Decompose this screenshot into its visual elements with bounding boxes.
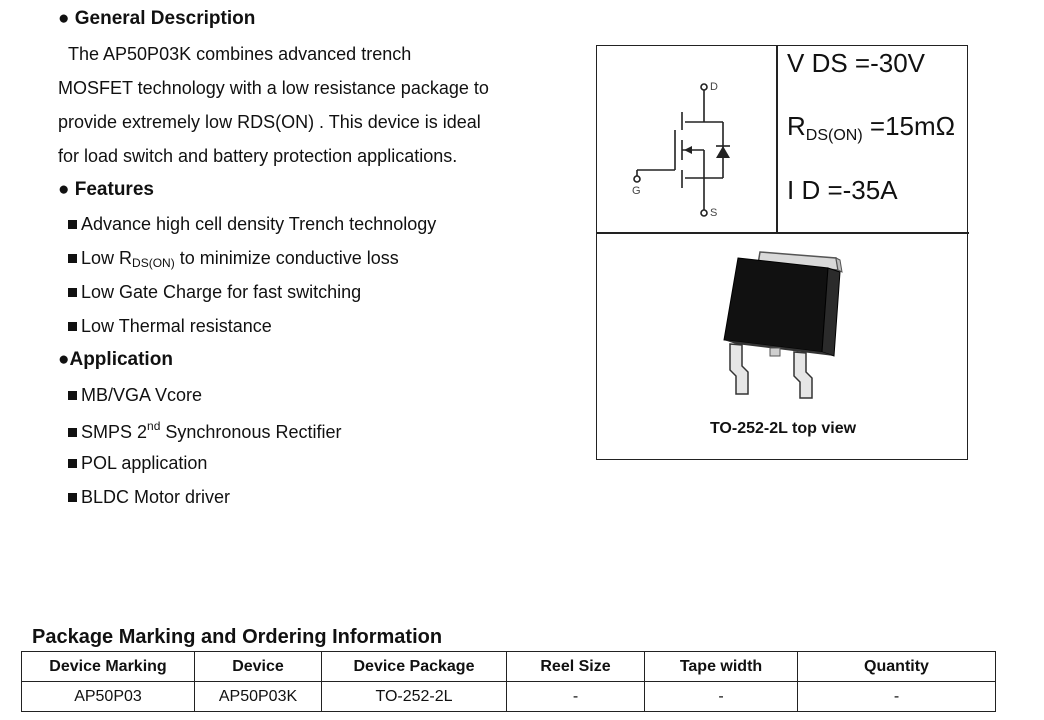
table-header-row: Device Marking Device Device Package Ree…	[21, 651, 996, 682]
description-line-3: provide extremely low RDS(ON) . This dev…	[58, 112, 481, 132]
table-cell: -	[797, 681, 996, 712]
feature-item: Low Gate Charge for fast switching	[68, 282, 361, 303]
feature-item: Low RDS(ON) to minimize conductive loss	[68, 248, 399, 270]
application-item: BLDC Motor driver	[68, 487, 230, 508]
ordering-info-table: Device Marking Device Device Package Ree…	[21, 651, 996, 712]
spec-box	[596, 45, 968, 460]
column-header: Tape width	[644, 651, 798, 682]
bullet-square-icon	[68, 220, 77, 229]
description-line-1: The AP50P03K combines advanced trench	[68, 44, 412, 64]
application-item: MB/VGA Vcore	[68, 385, 202, 406]
features-heading: ● Features	[58, 179, 154, 200]
p-channel-mosfet-symbol-icon: D G S	[632, 81, 730, 219]
id-spec: I D =-35A	[787, 175, 898, 205]
table-cell: AP50P03	[21, 681, 195, 712]
bullet-square-icon	[68, 391, 77, 400]
package-caption: TO-252-2L top view	[709, 420, 857, 437]
application-item: SMPS 2nd Synchronous Rectifier	[68, 419, 341, 443]
vds-spec: V DS =-30V	[787, 48, 926, 78]
application-heading: ●Application	[58, 349, 173, 370]
table-cell: AP50P03K	[194, 681, 322, 712]
spec-box-divider	[596, 232, 969, 234]
table-row: AP50P03 AP50P03K TO-252-2L - - -	[21, 681, 996, 712]
column-header: Device Marking	[21, 651, 195, 682]
spec-box-divider	[776, 45, 778, 233]
rds-on-spec: RDS(ON) =15mΩ	[787, 111, 956, 144]
ordering-info-title: Package Marking and Ordering Information	[32, 626, 443, 648]
description-line-2: MOSFET technology with a low resistance …	[58, 78, 489, 98]
table-cell: TO-252-2L	[321, 681, 507, 712]
column-header: Reel Size	[506, 651, 645, 682]
column-header: Device Package	[321, 651, 507, 682]
feature-item: Low Thermal resistance	[68, 316, 272, 337]
pin-label-drain: D	[710, 81, 718, 93]
application-item: POL application	[68, 453, 207, 474]
bullet-square-icon	[68, 254, 77, 263]
table-cell: -	[644, 681, 798, 712]
bullet-square-icon	[68, 459, 77, 468]
pin-label-gate: G	[632, 185, 641, 197]
to-252-package-image	[723, 251, 843, 399]
column-header: Quantity	[797, 651, 996, 682]
column-header: Device	[194, 651, 322, 682]
bullet-square-icon	[68, 322, 77, 331]
bullet-square-icon	[68, 288, 77, 297]
bullet-square-icon	[68, 428, 77, 437]
description-line-4: for load switch and battery protection a…	[58, 146, 458, 166]
feature-item: Advance high cell density Trench technol…	[68, 214, 436, 235]
pin-label-source: S	[710, 207, 717, 219]
table-cell: -	[506, 681, 645, 712]
bullet-square-icon	[68, 493, 77, 502]
general-description-heading: ● General Description	[58, 8, 256, 29]
